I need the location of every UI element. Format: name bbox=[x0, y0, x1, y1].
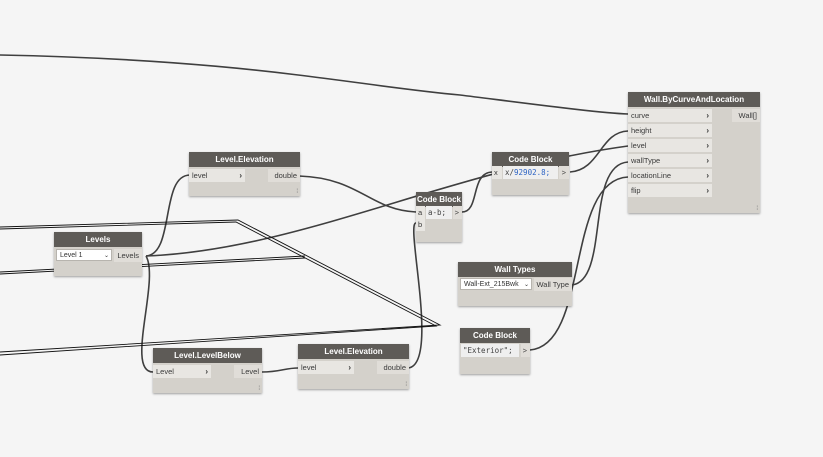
node-title[interactable]: Code Block bbox=[416, 192, 462, 207]
input-port-curve[interactable]: curve› bbox=[628, 109, 712, 122]
levels-dropdown[interactable]: Level 1⌄ bbox=[56, 249, 112, 261]
canvas-line-a bbox=[0, 219, 442, 353]
port-arrow-icon: › bbox=[706, 126, 709, 135]
wire-walltype-to-wall[interactable] bbox=[571, 161, 629, 286]
chevron-down-icon: ⌄ bbox=[103, 253, 109, 259]
node-level-elevation-top[interactable]: Level.Elevation level› double ⁞ bbox=[189, 152, 300, 196]
input-port-b[interactable]: b bbox=[416, 218, 425, 231]
port-arrow-icon: › bbox=[706, 111, 709, 120]
input-port-walltype[interactable]: wallType› bbox=[628, 154, 712, 167]
input-port-height[interactable]: height› bbox=[628, 124, 712, 137]
wire-elevation-to-b[interactable] bbox=[407, 222, 423, 369]
node-title[interactable]: Code Block bbox=[492, 152, 569, 167]
wall-types-dropdown[interactable]: Wall-Ext_215Bwk⌄ bbox=[460, 278, 532, 290]
node-title[interactable]: Level.Elevation bbox=[298, 344, 409, 359]
output-port-double[interactable]: double bbox=[377, 361, 409, 374]
node-code-block-divide[interactable]: Code Block x x/92902.8; > bbox=[492, 152, 569, 195]
input-port-x[interactable]: x bbox=[492, 166, 502, 179]
canvas-line-d bbox=[0, 257, 306, 275]
node-title[interactable]: Code Block bbox=[460, 328, 530, 343]
wire-levels-to-elevation[interactable] bbox=[145, 174, 191, 257]
code-editor[interactable]: "Exterior"; bbox=[461, 344, 519, 357]
output-port-walls[interactable]: Wall[] bbox=[732, 109, 760, 122]
node-title[interactable]: Wall Types bbox=[458, 262, 572, 277]
wire-levelbelow-to-elevation[interactable] bbox=[261, 367, 299, 373]
input-port-locationline[interactable]: locationLine› bbox=[628, 169, 712, 182]
input-port-flip[interactable]: flip› bbox=[628, 184, 712, 197]
output-port[interactable]: > bbox=[453, 206, 462, 219]
wire-divide-to-height[interactable] bbox=[569, 130, 629, 173]
port-arrow-icon: › bbox=[706, 171, 709, 180]
code-editor[interactable]: a-b; bbox=[426, 206, 452, 219]
port-arrow-icon: › bbox=[239, 171, 242, 180]
code-editor[interactable]: x/92902.8; bbox=[503, 166, 558, 179]
port-arrow-icon: › bbox=[348, 363, 351, 372]
node-code-block-string[interactable]: Code Block "Exterior"; > bbox=[460, 328, 530, 374]
wire-subtract-to-divide[interactable] bbox=[461, 171, 493, 213]
port-arrow-icon: › bbox=[205, 367, 208, 376]
wire-levels-to-levelbelow[interactable] bbox=[140, 255, 154, 373]
lacing-icon[interactable]: ⁞ bbox=[405, 382, 407, 388]
node-title[interactable]: Level.Elevation bbox=[189, 152, 300, 167]
wire-string-to-locationline[interactable] bbox=[529, 176, 629, 351]
output-port-level[interactable]: Level bbox=[234, 365, 262, 378]
canvas-line-b bbox=[0, 221, 438, 356]
lacing-icon[interactable]: ⁞ bbox=[258, 386, 260, 392]
output-port-double[interactable]: double bbox=[268, 169, 300, 182]
output-port-levels[interactable]: Levels bbox=[114, 249, 142, 262]
input-port-level[interactable]: level› bbox=[298, 361, 354, 374]
lacing-icon[interactable]: ⁞ bbox=[756, 206, 758, 212]
node-title[interactable]: Wall.ByCurveAndLocation bbox=[628, 92, 760, 107]
port-arrow-icon: › bbox=[706, 156, 709, 165]
output-port[interactable]: > bbox=[559, 166, 569, 179]
input-port-level[interactable]: level› bbox=[628, 139, 712, 152]
lacing-icon[interactable]: ⁞ bbox=[296, 189, 298, 195]
node-levels[interactable]: Levels Level 1⌄ Levels bbox=[54, 232, 142, 276]
output-port-wall-type[interactable]: Wall Type bbox=[534, 278, 572, 291]
node-level-levelbelow[interactable]: Level.LevelBelow Level› Level ⁞ bbox=[153, 348, 262, 393]
node-code-block-subtract[interactable]: Code Block a b a-b; > bbox=[416, 192, 462, 242]
node-title[interactable]: Level.LevelBelow bbox=[153, 348, 262, 363]
chevron-down-icon: ⌄ bbox=[523, 282, 529, 288]
canvas-line-c bbox=[0, 255, 306, 273]
node-level-elevation-bottom[interactable]: Level.Elevation level› double ⁞ bbox=[298, 344, 409, 389]
input-port-level[interactable]: Level› bbox=[153, 365, 211, 378]
output-port[interactable]: > bbox=[521, 344, 530, 357]
wire-curve-input[interactable] bbox=[0, 54, 629, 115]
port-arrow-icon: › bbox=[706, 186, 709, 195]
input-port-a[interactable]: a bbox=[416, 206, 425, 219]
port-arrow-icon: › bbox=[706, 141, 709, 150]
node-wall-types[interactable]: Wall Types Wall-Ext_215Bwk⌄ Wall Type bbox=[458, 262, 572, 306]
node-title[interactable]: Levels bbox=[54, 232, 142, 247]
wire-elevation-to-a[interactable] bbox=[298, 175, 417, 213]
input-port-level[interactable]: level› bbox=[189, 169, 245, 182]
node-wall-by-curve-and-location[interactable]: Wall.ByCurveAndLocation curve› height› l… bbox=[628, 92, 760, 213]
